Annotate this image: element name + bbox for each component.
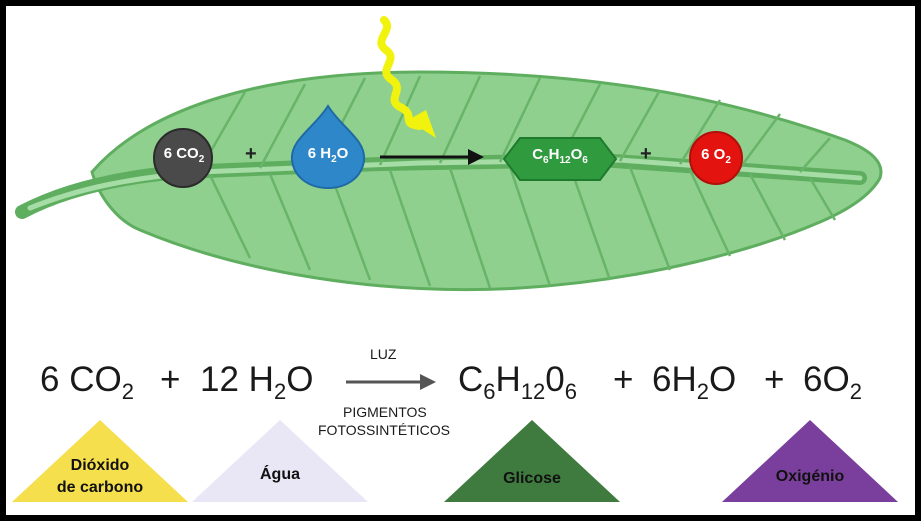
label-carbon-dioxide-line2: de carbono	[56, 479, 144, 496]
eq-plus-2: +	[613, 360, 634, 399]
eq-term-carbon-dioxide: 6 CO2	[40, 360, 134, 404]
water-triangle	[192, 420, 368, 502]
carbon-dioxide-molecule	[153, 128, 213, 188]
leaf	[15, 70, 883, 291]
arrow-label-pigments: PIGMENTOS	[343, 404, 427, 420]
carbon-dioxide-label: 6 CO2	[163, 145, 205, 165]
oxygen-triangle	[722, 420, 898, 502]
leaf-blade	[90, 70, 883, 291]
eq-term-oxygen: 6O2	[803, 360, 862, 404]
sunlight-ray-icon	[377, 16, 436, 138]
arrow-label-photosynthetic: FOTOSSINTÉTICOS	[318, 422, 450, 438]
arrow-label-light: LUZ	[370, 346, 397, 362]
eq-term-water-product: 6H2O	[652, 360, 737, 404]
plus-sign-1: +	[245, 143, 257, 165]
eq-plus-1: +	[160, 360, 181, 399]
glucose-molecule	[502, 137, 618, 181]
reaction-arrow-head-leaf	[468, 149, 484, 165]
water-drop-icon	[290, 104, 366, 190]
glucose-label: C6H12O6	[532, 146, 588, 166]
label-carbon-dioxide-line1: Dióxido	[70, 457, 130, 474]
carbon-dioxide-triangle	[12, 420, 188, 502]
label-glucose: Glicose	[503, 470, 561, 487]
eq-term-water: 12 H2O	[200, 360, 314, 404]
label-carbon-dioxide: Dióxido de carbono	[40, 455, 160, 499]
water-label: 6 H2O	[307, 145, 349, 165]
reaction-arrow-head-main	[420, 374, 436, 390]
oxygen-label: 6 O2	[701, 146, 731, 166]
plus-sign-2: +	[640, 143, 652, 165]
label-water: Água	[260, 466, 300, 483]
eq-plus-3: +	[764, 360, 785, 399]
glucose-triangle	[444, 420, 620, 502]
eq-term-glucose: C6H1206	[458, 360, 578, 404]
oxygen-molecule	[689, 131, 743, 185]
label-oxygen: Oxigénio	[775, 468, 845, 485]
